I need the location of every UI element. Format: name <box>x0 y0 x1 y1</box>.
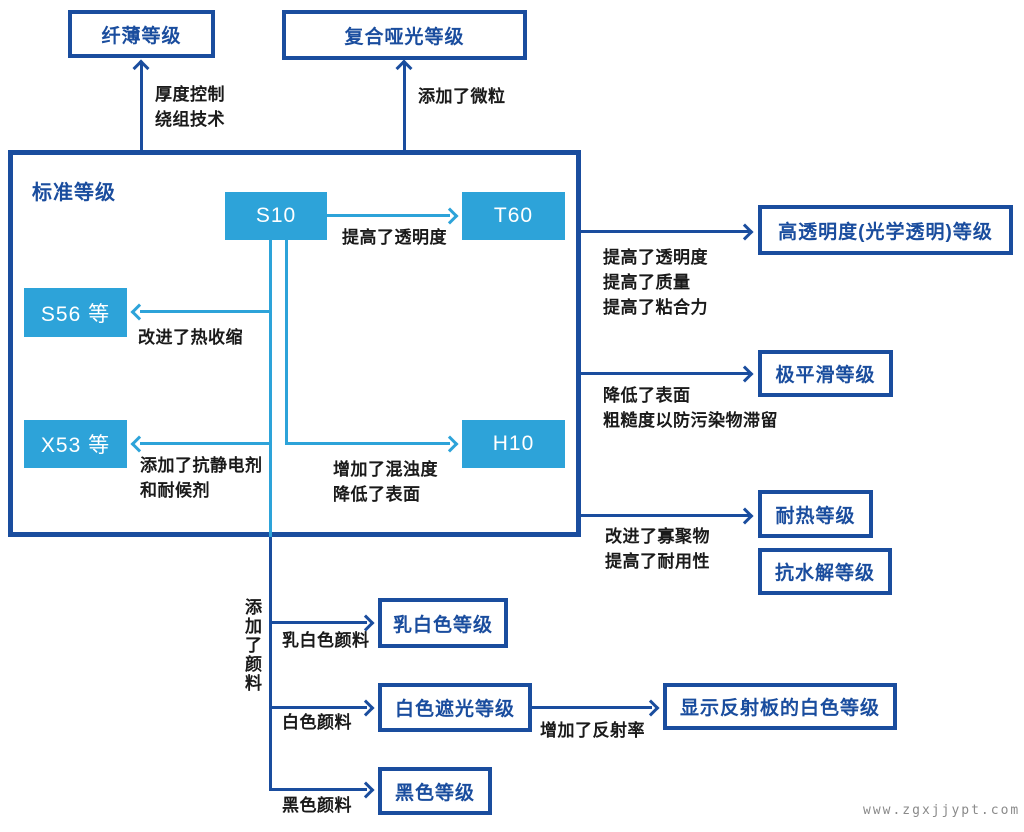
node-s10-label: S10 <box>255 204 297 227</box>
node-h10-label: H10 <box>492 432 535 455</box>
edge-label-to-t60: 提高了透明度 <box>342 228 447 247</box>
standard-grade-title: 标准等级 <box>32 182 116 204</box>
node-t60: T60 <box>462 192 565 240</box>
edge-line-to-ultra-smooth <box>581 372 749 375</box>
node-s56-label: S56 等 <box>40 302 111 326</box>
edge-line-to-heat <box>581 514 749 517</box>
arrowhead-right-display-white <box>642 699 660 717</box>
node-h10: H10 <box>462 420 565 468</box>
arrowhead-up-thin <box>132 59 150 77</box>
edge-label-to-milky: 乳白色颜料 <box>282 631 370 650</box>
arrowhead-right-ultra-smooth <box>736 365 754 383</box>
edge-label-to-black: 黑色颜料 <box>282 796 352 815</box>
edge-label-to-heat: 改进了寡聚物 提高了耐用性 <box>605 527 710 571</box>
node-display-reflector-white-grade: 显示反射板的白色等级 <box>663 683 897 730</box>
arrowhead-up-matte <box>395 59 413 77</box>
node-ultra-smooth-grade: 极平滑等级 <box>758 350 893 397</box>
edge-line-to-x53 <box>140 442 272 445</box>
arrowhead-right-black <box>357 781 375 799</box>
node-ultra-smooth-grade-label: 极平滑等级 <box>775 365 876 386</box>
node-heat-resistant-grade: 耐热等级 <box>758 490 873 538</box>
node-x53: X53 等 <box>24 420 127 468</box>
node-hydrolysis-resistant-grade: 抗水解等级 <box>758 548 892 595</box>
edge-line-to-milky <box>269 621 367 624</box>
node-composite-matte-grade-label: 复合哑光等级 <box>344 26 465 48</box>
arrowhead-right-heat <box>736 507 754 525</box>
node-x53-label: X53 等 <box>40 434 111 457</box>
edge-label-to-white-opaque: 白色颜料 <box>282 713 352 732</box>
node-thin-grade-label: 纤薄等级 <box>101 25 182 47</box>
watermark-text: www.zgxjjypt.com <box>863 803 1021 818</box>
standard-grade-container <box>8 150 581 537</box>
edge-label-to-s56: 改进了热收缩 <box>138 328 243 347</box>
edge-line-to-h10 <box>285 442 450 445</box>
arrowhead-right-high-transparency <box>736 223 754 241</box>
node-t60-label: T60 <box>493 204 534 227</box>
node-composite-matte-grade: 复合哑光等级 <box>282 10 527 60</box>
node-thin-grade: 纤薄等级 <box>68 10 215 58</box>
edge-label-to-high-transparency: 提高了透明度 提高了质量 提高了粘合力 <box>603 248 708 317</box>
edge-trunk-s10-left <box>269 240 272 537</box>
edge-line-to-thin <box>140 62 143 152</box>
edge-line-s10-t60 <box>327 214 450 217</box>
node-milky-white-grade-label: 乳白色等级 <box>392 614 493 636</box>
edge-line-to-high-transparency <box>581 230 749 233</box>
edge-label-to-display-white: 增加了反射率 <box>540 721 645 740</box>
edge-label-to-x53: 添加了抗静电剂 和耐候剂 <box>140 456 263 500</box>
node-white-opaque-grade-label: 白色遮光等级 <box>394 699 515 720</box>
edge-line-to-black <box>269 788 367 791</box>
edge-trunk-s10-right <box>285 240 288 444</box>
node-black-grade: 黑色等级 <box>378 767 492 815</box>
edge-line-to-display-white <box>532 706 652 709</box>
node-milky-white-grade: 乳白色等级 <box>378 598 508 648</box>
edge-trunk-pigment <box>269 537 272 790</box>
edge-label-to-thin: 厚度控制 绕组技术 <box>155 85 225 129</box>
edge-label-to-matte: 添加了微粒 <box>418 87 506 106</box>
edge-line-to-white-opaque <box>269 706 367 709</box>
edge-label-pigment-trunk: 添加了颜料 <box>242 598 261 693</box>
edge-label-to-h10: 增加了混浊度 降低了表面 <box>333 460 438 504</box>
node-white-opaque-grade: 白色遮光等级 <box>378 683 532 732</box>
node-s10: S10 <box>225 192 327 240</box>
edge-line-to-s56 <box>140 310 272 313</box>
node-high-transparency-grade-label: 高透明度(光学透明)等级 <box>778 221 993 243</box>
edge-line-to-matte <box>403 62 406 152</box>
edge-label-to-ultra-smooth: 降低了表面 粗糙度以防污染物滞留 <box>603 386 778 430</box>
node-hydrolysis-resistant-grade-label: 抗水解等级 <box>774 563 875 584</box>
node-heat-resistant-grade-label: 耐热等级 <box>775 505 856 527</box>
node-high-transparency-grade: 高透明度(光学透明)等级 <box>758 205 1013 255</box>
node-black-grade-label: 黑色等级 <box>394 782 475 804</box>
node-s56: S56 等 <box>24 288 127 337</box>
node-display-reflector-white-grade-label: 显示反射板的白色等级 <box>679 698 880 719</box>
arrowhead-right-white-opaque <box>357 699 375 717</box>
